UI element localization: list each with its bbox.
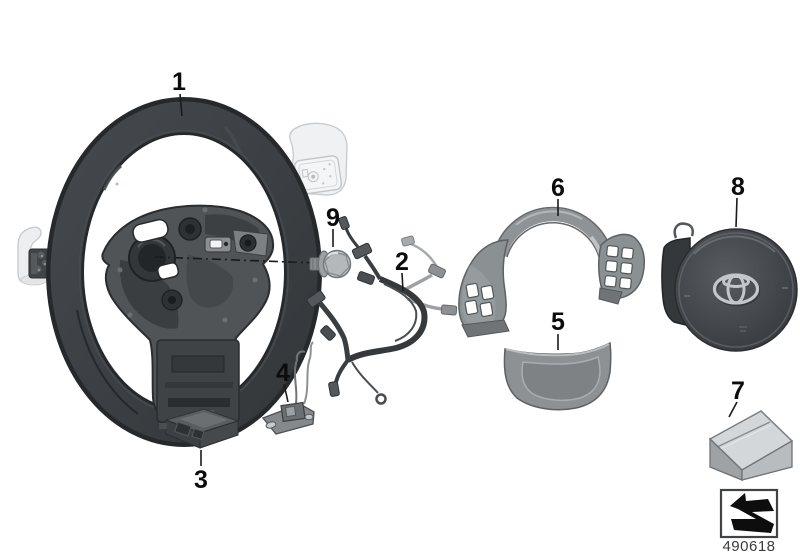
zigzag-arrow-icon — [730, 493, 774, 533]
trim-cover — [458, 206, 646, 338]
lower-trim-cover — [503, 341, 612, 411]
callout-4[interactable]: 4 — [276, 359, 290, 387]
callout-1[interactable]: 1 — [172, 68, 186, 96]
callout-5[interactable]: 5 — [551, 308, 565, 336]
control-module — [159, 408, 241, 449]
callout-2[interactable]: 2 — [395, 248, 409, 276]
callout-7[interactable]: 7 — [731, 377, 745, 405]
callout-9[interactable]: 9 — [326, 204, 340, 232]
alignment-dash-line — [154, 256, 318, 264]
leader-line-2 — [401, 272, 404, 292]
leader-line-7 — [728, 401, 738, 418]
hex-bolt — [309, 249, 352, 279]
parts-box — [708, 410, 794, 481]
callout-6[interactable]: 6 — [551, 174, 565, 202]
leader-line-4 — [283, 383, 289, 403]
footer-link-icon[interactable] — [719, 488, 779, 539]
diagram-number: 490618 — [722, 538, 775, 555]
leader-line-1 — [179, 93, 183, 117]
callout-3[interactable]: 3 — [194, 466, 208, 494]
sensor-bracket — [261, 341, 315, 435]
steering-wheel — [46, 97, 322, 447]
leader-line-8 — [735, 197, 738, 228]
airbag-module — [661, 222, 798, 352]
toyota-logo-icon — [712, 273, 761, 307]
left-shift-paddle-ghost — [17, 226, 51, 286]
wiring-harness — [306, 216, 458, 405]
callout-8[interactable]: 8 — [731, 173, 745, 201]
